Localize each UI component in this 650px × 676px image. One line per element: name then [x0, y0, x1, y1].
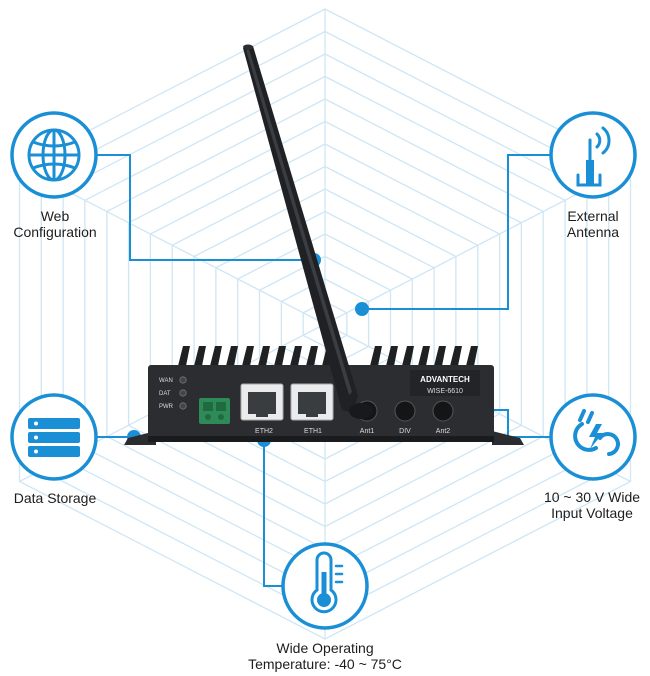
antenna-icon — [549, 111, 637, 199]
server-icon — [10, 393, 98, 481]
heatsink-fin — [178, 346, 190, 366]
heatsink-fin — [306, 346, 318, 366]
device-front-shade — [148, 436, 494, 442]
heatsink-fin — [434, 346, 446, 366]
brand-logo: ADVANTECH — [420, 375, 470, 384]
heatsink-fin — [386, 346, 398, 366]
brand-plate — [410, 370, 480, 396]
model-label: WISE-6610 — [427, 388, 463, 395]
feature-label-power: 10 ~ 30 V Wide Input Voltage — [534, 489, 650, 521]
heatsink-fin — [258, 346, 270, 366]
feature-label-line: Wide Operating — [276, 640, 374, 656]
antenna-connector-div — [394, 400, 416, 422]
antenna — [243, 44, 373, 419]
feature-icons — [10, 111, 637, 630]
feature-label-line: Web — [40, 208, 70, 224]
heatsink-fin — [210, 346, 222, 366]
led-wan — [179, 376, 187, 384]
led-panel: WAN DAT PWR — [159, 376, 187, 410]
feature-label-line: Input Voltage — [551, 505, 633, 521]
heatsink-fin — [418, 346, 430, 366]
connector-power — [482, 409, 551, 438]
port-label-eth1: ETH1 — [304, 428, 322, 435]
connector-web — [96, 154, 314, 261]
feature-label-temp: Wide Operating Temperature: -40 ~ 75°C — [225, 640, 425, 672]
router-device: WAN DAT PWR ETH2 ETH1 Ant1 — [124, 44, 524, 445]
port-label-ant1: Ant1 — [360, 428, 375, 435]
feature-label-line: Configuration — [13, 224, 97, 240]
heatsink-fin — [450, 346, 462, 366]
antenna-connector-ant2 — [432, 400, 454, 422]
feature-label-line: External — [567, 208, 619, 224]
heatsink-fin — [290, 346, 302, 366]
led-pwr — [179, 402, 187, 410]
ethernet-port-eth2 — [240, 383, 284, 421]
connector-antenna — [362, 154, 551, 310]
heatsink-fin — [466, 346, 478, 366]
port-label-ant2: Ant2 — [436, 428, 451, 435]
heatsink-fins — [178, 346, 478, 366]
feature-label-line: 10 ~ 30 V Wide — [543, 489, 641, 505]
port-label-div: DIV — [399, 428, 411, 435]
heatsink-fin — [242, 346, 254, 366]
connector-temp — [263, 440, 284, 587]
feature-label-storage: Data Storage — [0, 490, 110, 506]
feature-label-antenna: External Antenna — [545, 208, 641, 240]
thermometer-icon — [281, 542, 369, 630]
power-terminal-block — [199, 398, 230, 424]
led-dat — [179, 389, 187, 397]
heatsink-fin — [226, 346, 238, 366]
globe-icon — [10, 111, 98, 199]
feature-label-line: Temperature: -40 ~ 75°C — [248, 656, 402, 672]
led-label-wan: WAN — [159, 378, 173, 384]
heatsink-fin — [370, 346, 382, 366]
dot-antenna — [355, 302, 369, 316]
led-label-dat: DAT — [159, 391, 171, 397]
heatsink-fin — [274, 346, 286, 366]
feature-label-line: Data Storage — [13, 490, 97, 506]
led-label-pwr: PWR — [159, 404, 174, 410]
port-label-eth2: ETH2 — [255, 428, 273, 435]
power-plug-icon — [549, 393, 637, 481]
heatsink-fin — [194, 346, 206, 366]
feature-label-line: Antenna — [566, 224, 620, 240]
ethernet-port-eth1 — [290, 383, 334, 421]
mount-flange-right — [492, 431, 524, 445]
heatsink-fin — [402, 346, 414, 366]
feature-label-web: Web Configuration — [0, 208, 110, 240]
